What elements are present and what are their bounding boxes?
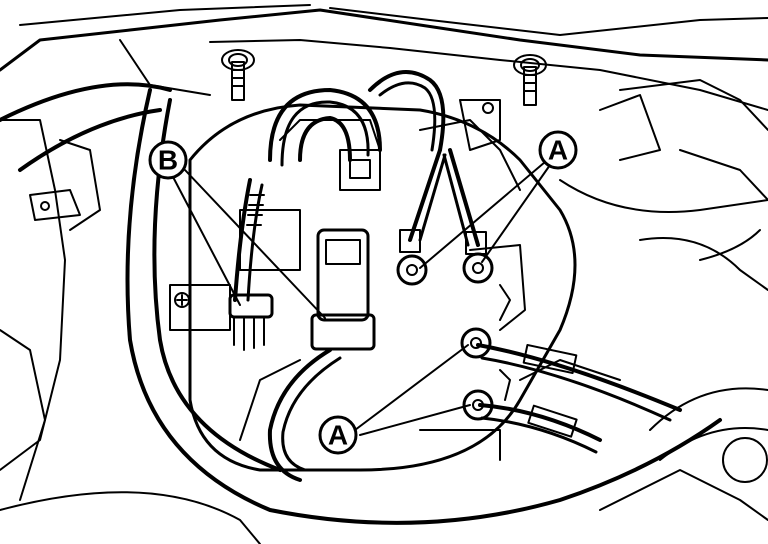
callout-a-top-label: A: [548, 134, 568, 165]
mounting-studs: [221, 49, 547, 106]
callout-b-label: B: [158, 144, 178, 175]
ground-terminal-3: [460, 327, 492, 359]
callout-a-top: A: [538, 130, 578, 170]
connector-left: [169, 284, 274, 351]
stud-left: [221, 49, 255, 101]
body-panels: [0, 4, 768, 544]
stud-right: [513, 54, 547, 106]
callout-a-bottom: A: [318, 415, 358, 455]
ground-terminals: [396, 252, 494, 421]
leader-lines: [171, 161, 551, 436]
ground-terminal-4: [462, 389, 494, 421]
ground-cables: [399, 148, 682, 454]
callout-b: B: [148, 140, 188, 180]
ground-terminal-2: [462, 252, 494, 284]
wire-harness: [233, 70, 446, 482]
callout-a-bottom-label: A: [328, 419, 348, 450]
ground-terminal-1: [396, 254, 428, 286]
connector-right: [310, 228, 376, 351]
